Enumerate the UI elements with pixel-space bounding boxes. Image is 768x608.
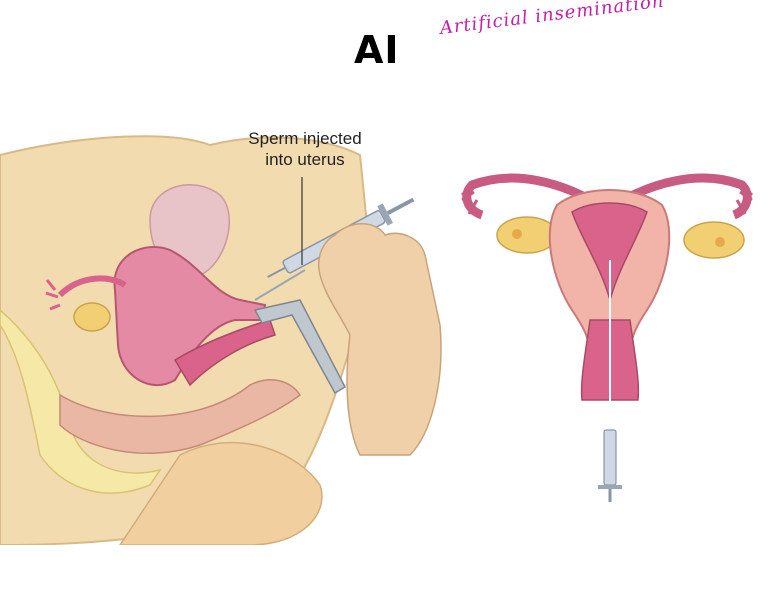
uterine-cavity <box>571 202 648 303</box>
right-follicle <box>715 237 725 247</box>
left-fimbriae <box>460 183 479 215</box>
right-fallopian-tube <box>604 173 752 220</box>
thigh <box>119 441 323 545</box>
right-ovary <box>683 221 745 259</box>
slide-title: AI <box>354 28 400 72</box>
callout-label: Sperm injected into uterus <box>235 128 375 170</box>
sagittal-insemination-illustration <box>0 125 450 545</box>
left-ovary <box>496 216 558 254</box>
rectum <box>59 379 302 455</box>
vaginal-canal <box>173 319 276 387</box>
syringe-barrel <box>603 429 617 486</box>
frontal-uterus-illustration <box>452 150 768 510</box>
catheter <box>254 269 306 301</box>
left-follicle <box>512 229 522 239</box>
fimbriae <box>45 279 61 311</box>
callout-line-2: into uterus <box>265 150 345 169</box>
handwritten-annotation: Artificial insemination <box>438 0 666 39</box>
syringe-flange <box>598 485 622 489</box>
left-fallopian-tube <box>462 173 610 220</box>
fallopian-tube <box>57 275 127 298</box>
hand <box>318 223 442 456</box>
right-fimbriae <box>735 183 754 215</box>
callout-line-1: Sperm injected <box>248 129 362 148</box>
pelvic-bone <box>0 309 162 494</box>
ovary <box>73 302 111 332</box>
speculum <box>253 299 346 395</box>
